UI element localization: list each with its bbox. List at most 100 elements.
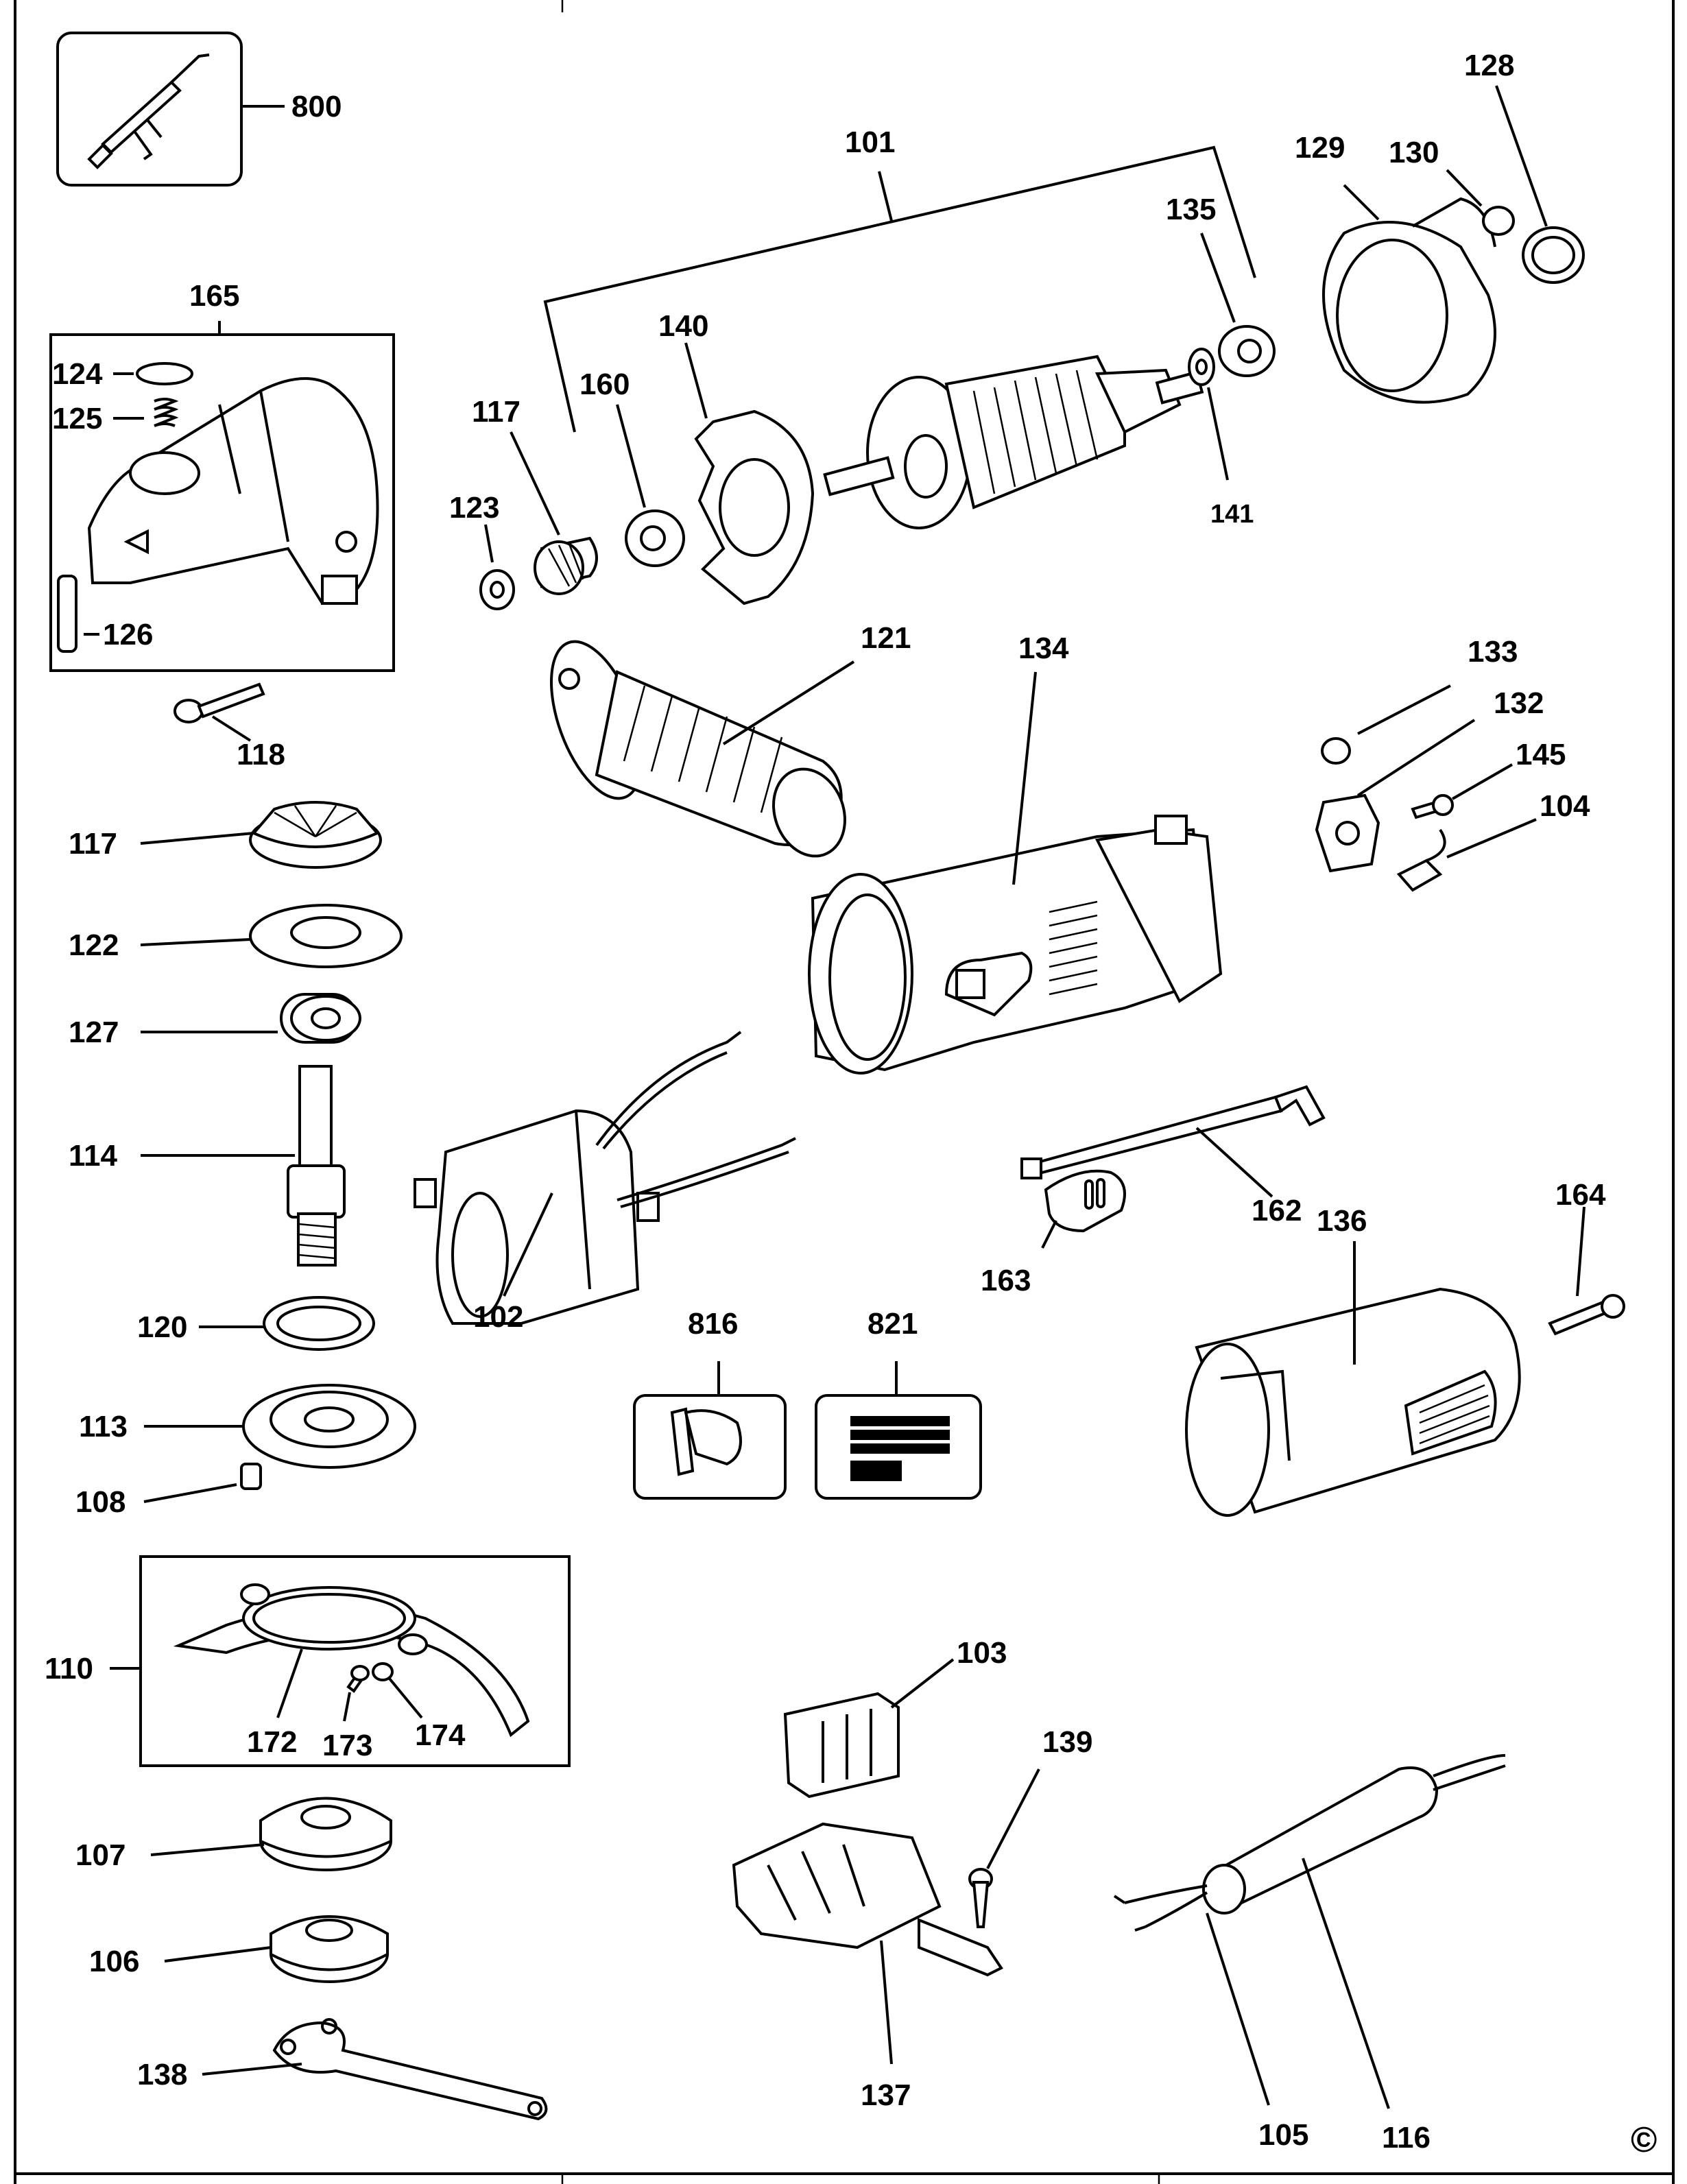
label-129: 129	[1295, 131, 1345, 165]
label-136: 136	[1317, 1204, 1367, 1238]
label-162: 162	[1252, 1194, 1302, 1227]
part-107-inner-flange	[150, 1797, 392, 1871]
label-130: 130	[1389, 136, 1439, 169]
part-102-stator	[414, 1031, 796, 1325]
label-165: 165	[189, 279, 239, 313]
label-103: 103	[957, 1636, 1007, 1670]
part-106-outer-flange	[164, 1915, 389, 1983]
label-107: 107	[75, 1838, 125, 1872]
part-138-spanner	[202, 2018, 548, 2121]
label-145: 145	[1516, 738, 1566, 771]
part-164-screw	[1548, 1206, 1625, 1336]
label-126: 126	[103, 618, 153, 651]
page-frame	[14, 0, 1675, 2184]
part-134-motor-housing	[808, 671, 1223, 1075]
label-173: 173	[322, 1729, 372, 1762]
part-104-carbon-brush	[1396, 818, 1537, 892]
part-125-spring	[113, 398, 179, 427]
label-122: 122	[69, 928, 119, 962]
part-116-cord-guard	[1202, 1754, 1506, 2109]
label-139: 139	[1042, 1725, 1092, 1759]
part-174-washer	[372, 1662, 423, 1719]
part-800-tool	[56, 32, 285, 187]
label-127: 127	[69, 1016, 119, 1049]
label-110: 110	[45, 1652, 93, 1685]
part-160-bearing	[616, 404, 685, 567]
label-106: 106	[89, 1945, 139, 1978]
label-172: 172	[247, 1725, 297, 1759]
part-145-screw	[1411, 763, 1513, 819]
part-124-o-ring	[113, 362, 193, 385]
label-116: 116	[1382, 2121, 1431, 2155]
part-162-switch-rod	[1020, 1085, 1326, 1198]
part-101-armature-assembly-bracket	[543, 145, 1256, 433]
label-117b: 117	[69, 827, 117, 861]
label-128: 128	[1464, 49, 1514, 82]
label-141: 141	[1210, 500, 1254, 529]
label-113: 113	[79, 1410, 128, 1443]
part-135-bearing	[1200, 232, 1276, 377]
part-123-nut	[479, 524, 515, 610]
label-104: 104	[1540, 789, 1590, 823]
label-800: 800	[291, 90, 342, 123]
label-821: 821	[868, 1307, 918, 1341]
part-117-bevel-gear	[140, 801, 382, 869]
label-816: 816	[688, 1307, 738, 1341]
part-armature	[823, 355, 1204, 529]
part-117-pinion	[510, 431, 598, 595]
part-110-guard	[173, 1583, 530, 1738]
part-103-switch	[783, 1658, 955, 1799]
label-118: 118	[237, 738, 285, 771]
label-164: 164	[1555, 1178, 1606, 1212]
part-127-bearing	[141, 993, 361, 1044]
label-163: 163	[981, 1264, 1031, 1297]
part-105-cable	[1113, 1884, 1270, 2106]
label-121: 121	[861, 621, 911, 655]
label-138: 138	[137, 2058, 187, 2091]
svg-text:©: ©	[1631, 2120, 1657, 2160]
part-126-pin	[57, 575, 99, 653]
part-172-clamp	[276, 1648, 303, 1718]
label-124: 124	[52, 357, 103, 391]
label-123: 123	[449, 491, 499, 525]
part-816-flag-label	[633, 1361, 787, 1500]
part-165-box	[49, 333, 395, 672]
part-122-bearing-plate	[140, 904, 403, 968]
part-139-screw	[968, 1768, 1040, 1928]
part-132-brush-holder	[1315, 719, 1476, 873]
part-128-bearing-sleeve	[1495, 85, 1585, 284]
label-125: 125	[52, 402, 102, 435]
part-129-end-bell	[1322, 184, 1496, 404]
part-110-box	[139, 1555, 571, 1767]
label-135: 135	[1166, 193, 1216, 226]
label-137: 137	[861, 2078, 911, 2112]
part-114-spindle	[141, 1065, 346, 1267]
part-120-o-ring	[199, 1296, 375, 1351]
part-136-rear-cover	[1185, 1241, 1521, 1517]
label-105: 105	[1258, 2118, 1308, 2152]
part-133-brush-spring	[1321, 684, 1451, 765]
label-114: 114	[69, 1139, 118, 1173]
copyright-mark: ©	[1631, 2120, 1657, 2160]
label-133: 133	[1468, 635, 1518, 669]
part-821-rating-label	[815, 1361, 982, 1500]
label-174: 174	[415, 1718, 466, 1752]
part-173-screw	[343, 1665, 370, 1722]
part-118-screw	[174, 682, 265, 742]
part-141-washer	[1188, 348, 1229, 481]
label-101: 101	[845, 125, 895, 159]
part-108-screw	[143, 1463, 262, 1503]
label-102: 102	[473, 1300, 523, 1334]
label-134: 134	[1018, 632, 1069, 665]
part-113-bearing-housing	[144, 1384, 416, 1469]
part-165-gear-housing	[87, 377, 379, 605]
part-163-switch-button	[1041, 1169, 1126, 1249]
label-120: 120	[137, 1310, 187, 1344]
label-140: 140	[658, 309, 708, 343]
part-130-bushing	[1446, 169, 1515, 236]
part-137-switch-base	[732, 1822, 1003, 2065]
label-160: 160	[579, 368, 630, 401]
label-132: 132	[1494, 686, 1544, 720]
label-117a: 117	[472, 395, 521, 429]
